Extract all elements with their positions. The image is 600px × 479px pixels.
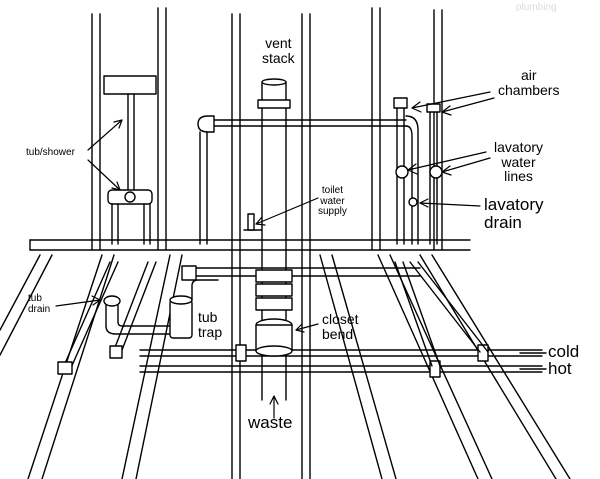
lavatory-pipes (393, 97, 443, 245)
label-arrows (55, 91, 495, 419)
waste-label: waste (248, 413, 293, 432)
air-chambers-label: air chambers (498, 67, 560, 98)
vent-stack-pipe (255, 78, 293, 401)
cold-hot-leaders (519, 352, 547, 370)
tub-trap-label: tub trap (198, 309, 223, 340)
tub-drain-assembly (103, 265, 219, 339)
wall-studs (91, 7, 443, 479)
toilet-supply-stub (247, 213, 255, 231)
toilet-water-supply-label: toilet water supply (318, 185, 347, 217)
tub-shower-label: tub/shower (26, 147, 75, 158)
tub-shower-valve (103, 75, 157, 245)
hot-label: hot (548, 359, 572, 378)
supply-mains (139, 344, 543, 378)
lavatory-drain-label: lavatory drain (484, 195, 544, 232)
cold-label: cold (548, 342, 580, 361)
tub-drain-label: tub drain (28, 293, 51, 315)
lavatory-water-lines-label: lavatory water lines (494, 139, 544, 185)
closet-bend-label: closet bend (322, 311, 359, 342)
watermark-text: plumbing (516, 2, 557, 13)
vent-stack-label: vent stack (262, 35, 295, 66)
lavatory-supply-run (197, 115, 407, 245)
branch-lines (57, 261, 489, 375)
